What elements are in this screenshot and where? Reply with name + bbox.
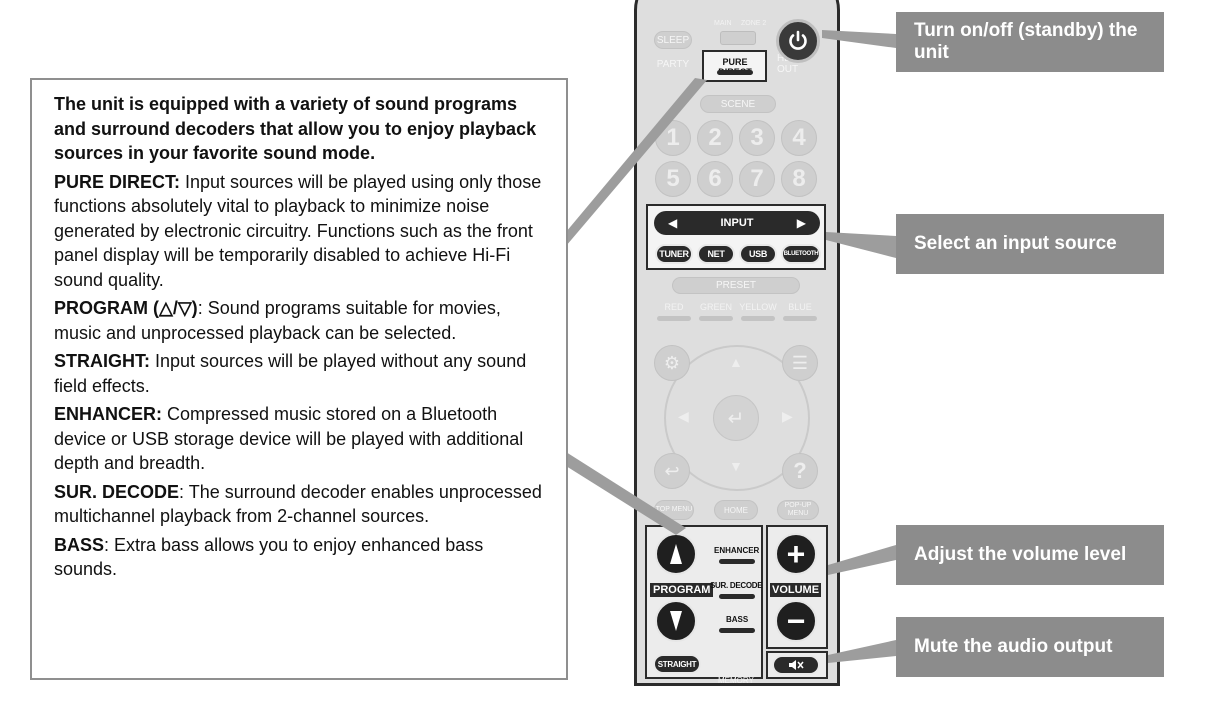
desc-pure-direct: Input sources will be played using only …	[54, 171, 542, 290]
intro-text: The unit is equipped with a variety of s…	[54, 94, 537, 163]
party-label: PARTY	[656, 58, 690, 70]
zone-switch[interactable]	[720, 31, 756, 45]
preset-label: PRESET	[715, 280, 756, 291]
desc-straight: Input sources will be played without any…	[54, 351, 527, 396]
mute-button[interactable]	[772, 655, 820, 675]
callout-input: Select an input source	[896, 214, 1164, 274]
down-triangle-icon	[670, 611, 682, 631]
desc-sur-decode: : The surround decoder enables unprocess…	[54, 481, 542, 527]
number-5-button[interactable]: 5	[655, 161, 691, 197]
zone-label-main: MAIN	[714, 20, 732, 27]
item-enhancer: ENHANCER: Compressed music stored on a B…	[54, 402, 548, 476]
red-button[interactable]	[657, 316, 691, 321]
bluetooth-button[interactable]: BLUETOOTH	[781, 244, 821, 264]
term-enhancer: ENHANCER:	[54, 404, 162, 424]
usb-button[interactable]: USB	[739, 244, 777, 264]
item-sur-decode: SUR. DECODE: The surround decoder enable…	[54, 480, 548, 529]
volume-label: VOLUME	[770, 583, 822, 597]
right-arrow-icon[interactable]: ▶	[796, 216, 806, 230]
number-1-button[interactable]: 1	[655, 120, 691, 156]
scene-label: SCENE	[700, 95, 776, 113]
desc-bass: : Extra bass allows you to enjoy enhance…	[54, 534, 484, 580]
volume-down-button[interactable]: −	[775, 600, 817, 642]
option-gear-icon[interactable]: ⚙	[654, 345, 690, 381]
sur-decode-button[interactable]	[719, 594, 755, 599]
top-menu-button[interactable]: TOP MENU	[654, 500, 694, 520]
power-button[interactable]	[776, 19, 820, 63]
enter-icon[interactable]: ↵	[713, 395, 759, 441]
callout-power: Turn on/off (standby) the unit	[896, 12, 1164, 72]
mute-speaker-icon	[789, 660, 804, 670]
program-up-button[interactable]	[655, 533, 697, 575]
blue-label: BLUE	[788, 302, 812, 312]
sleep-button[interactable]: SLEEP	[654, 31, 692, 49]
left-arrow-icon[interactable]: ◀	[668, 216, 678, 230]
red-label: RED	[664, 302, 684, 312]
item-program: PROGRAM (△/▽): Sound programs suitable f…	[54, 296, 548, 345]
blue-button[interactable]	[783, 316, 817, 321]
number-3-button[interactable]: 3	[739, 120, 775, 156]
net-button[interactable]: NET	[697, 244, 735, 264]
number-2-button[interactable]: 2	[697, 120, 733, 156]
term-straight: STRAIGHT:	[54, 351, 150, 371]
number-7-button[interactable]: 7	[739, 161, 775, 197]
number-4-button[interactable]: 4	[781, 120, 817, 156]
right-nav-arrow-icon[interactable]: ▶	[782, 408, 793, 424]
input-selector[interactable]: ◀ INPUT ▶	[654, 211, 820, 235]
input-label: INPUT	[720, 217, 754, 229]
volume-up-button[interactable]: +	[775, 533, 817, 575]
green-label: GREEN	[699, 302, 732, 312]
bass-button[interactable]	[719, 628, 755, 633]
desc-enhancer: Compressed music stored on a Bluetooth d…	[54, 404, 524, 473]
up-triangle-icon	[670, 544, 682, 564]
enhancer-label: ENHANCER	[714, 546, 760, 555]
program-label: PROGRAM	[650, 583, 714, 597]
pure-direct-frame	[702, 50, 767, 82]
item-pure-direct: PURE DIRECT: Input sources will be playe…	[54, 170, 548, 293]
down-arrow-icon[interactable]: ▼	[729, 458, 743, 474]
term-bass: BASS	[54, 534, 105, 555]
navigation-ring	[664, 345, 810, 491]
popup-menu-button[interactable]: POP-UP MENU	[777, 500, 819, 520]
green-button[interactable]	[699, 316, 733, 321]
home-button[interactable]: HOME	[714, 500, 758, 520]
term-program: PROGRAM (△/▽)	[54, 298, 198, 318]
callout-mute: Mute the audio output	[896, 617, 1164, 677]
item-straight: STRAIGHT: Input sources will be played w…	[54, 349, 548, 398]
item-bass: BASS: Extra bass allows you to enjoy enh…	[54, 533, 548, 582]
program-down-button[interactable]	[655, 600, 697, 642]
help-icon[interactable]: ?	[782, 453, 818, 489]
callout-volume: Adjust the volume level	[896, 525, 1164, 585]
zone-label-zone2: ZONE 2	[741, 20, 767, 27]
pure-direct-button[interactable]	[717, 70, 753, 75]
term-pure-direct: PURE DIRECT:	[54, 171, 181, 192]
number-8-button[interactable]: 8	[781, 161, 817, 197]
tuner-button[interactable]: TUNER	[655, 244, 693, 264]
yellow-label: YELLOW	[739, 302, 777, 312]
term-sur-decode: SUR. DECODE	[54, 481, 180, 502]
menu-icon[interactable]: ☰	[782, 345, 818, 381]
preset-selector[interactable]: PRESET	[672, 277, 800, 294]
number-6-button[interactable]: 6	[697, 161, 733, 197]
yellow-button[interactable]	[741, 316, 775, 321]
sur-decode-label: SUR. DECODE	[710, 581, 763, 590]
return-icon[interactable]: ↩	[654, 453, 690, 489]
left-nav-arrow-icon[interactable]: ◀	[678, 408, 689, 424]
description-box: The unit is equipped with a variety of s…	[30, 78, 568, 680]
desc-program: : Sound programs suitable for movies, mu…	[54, 298, 501, 343]
straight-button[interactable]: STRAIGHT	[653, 654, 701, 674]
power-icon	[789, 30, 807, 50]
bass-label: BASS	[726, 615, 749, 624]
memory-label: MEMORY	[718, 676, 754, 685]
enhancer-button[interactable]	[719, 559, 755, 564]
up-arrow-icon[interactable]: ▲	[729, 354, 743, 370]
